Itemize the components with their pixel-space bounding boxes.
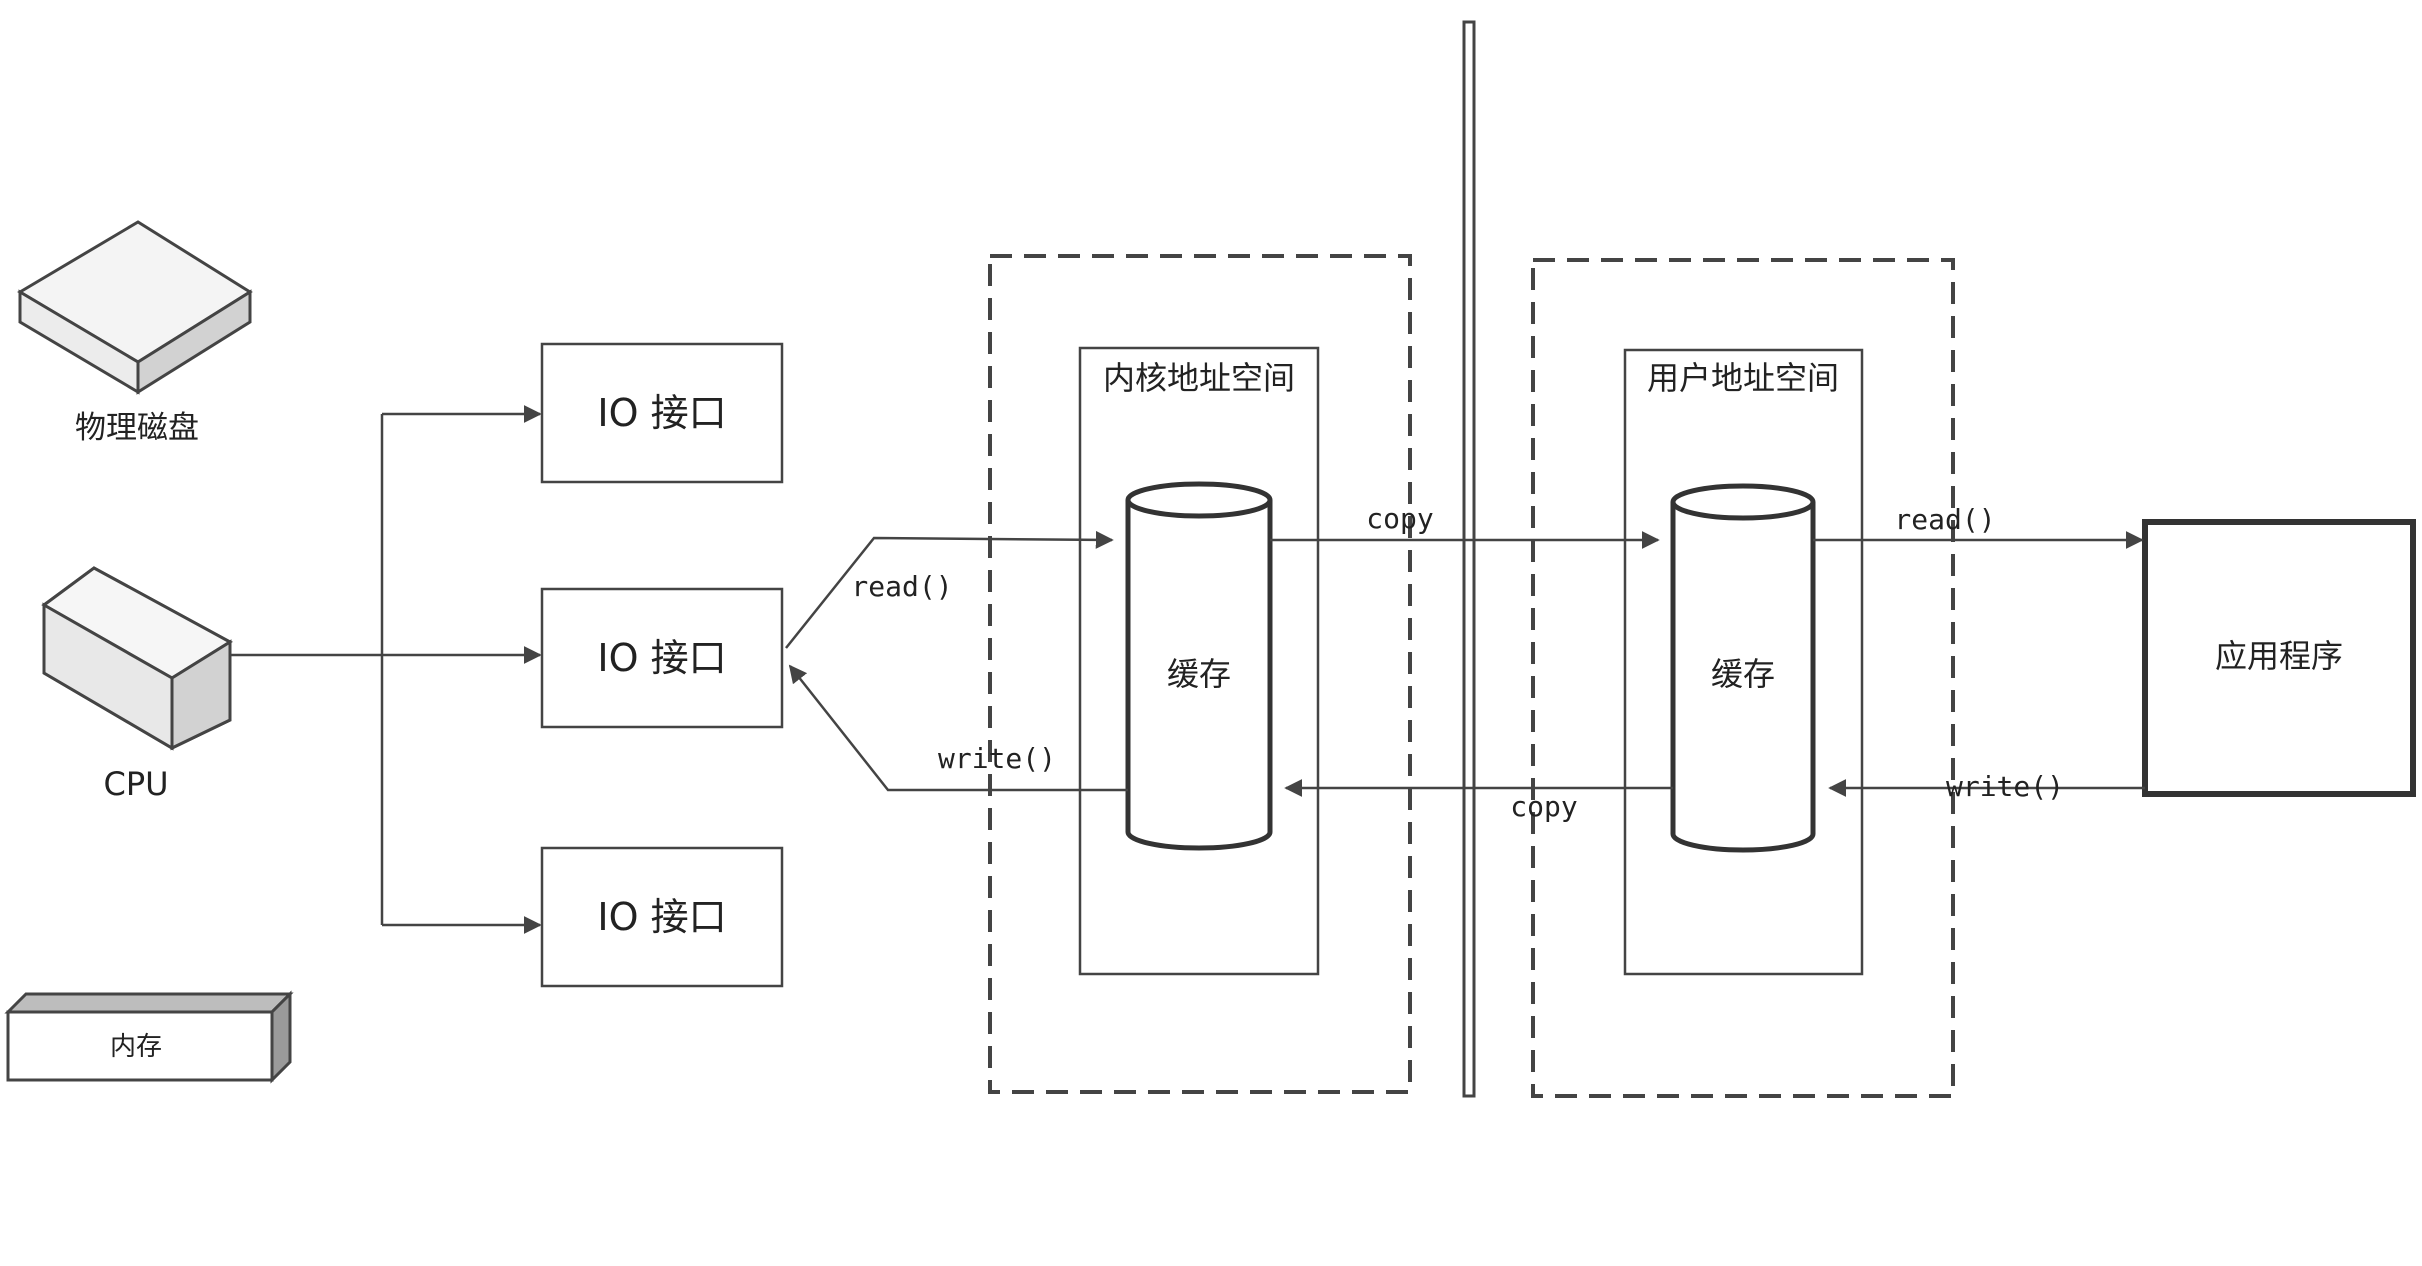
kernel-space-title: 内核地址空间 [1103,359,1295,397]
write-edge-label: write() [1946,770,2064,803]
kernel-region-boundary [988,254,1412,1094]
kernel-to-io-write-arrow [788,664,1128,792]
write-edge-label: write() [938,742,1056,775]
cpu-label: CPU [103,765,168,803]
user-space-title: 用户地址空间 [1647,359,1839,397]
user-cache-label: 缓存 [1711,655,1775,693]
io-to-kernel-read-arrow [785,530,1114,649]
user-region-boundary [1531,258,1955,1098]
copy-edge-label: copy [1366,502,1433,535]
kernel-cache-label: 缓存 [1167,655,1231,693]
kernel-user-divider [1462,20,1476,1098]
disk-icon [17,220,253,395]
cpu-icon [41,566,233,751]
io-port-2: IO 接口 [540,587,784,729]
copy-edge-label: copy [1510,790,1577,823]
read-edge-label: read() [851,570,952,603]
memory-label: 内存 [110,1032,162,1062]
read-edge-label: read() [1894,503,1995,536]
io-port-3: IO 接口 [540,846,784,988]
io-port-label: IO 接口 [597,391,726,435]
disk-label: 物理磁盘 [75,410,199,446]
io-port-label: IO 接口 [597,636,726,680]
kernel-cache-cylinder [1125,481,1273,851]
memory-icon [4,990,294,1084]
user-cache-cylinder [1670,483,1816,853]
io-port-1: IO 接口 [540,342,784,484]
application-label: 应用程序 [2215,637,2343,675]
io-port-label: IO 接口 [597,895,726,939]
application-box [2142,519,2416,797]
